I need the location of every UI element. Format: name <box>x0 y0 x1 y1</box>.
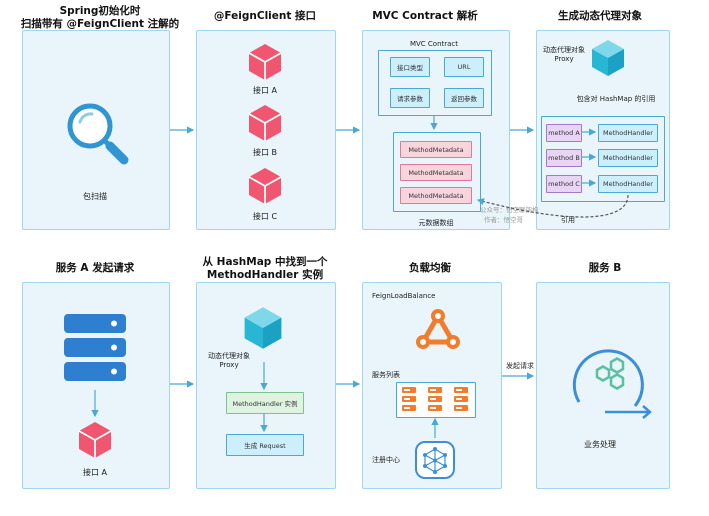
hashmap-ref-label: 包含对 HashMap 的引用 <box>576 95 656 103</box>
metadata-item-3: MethodMetadata <box>400 187 472 204</box>
reference-label: 引用 <box>561 216 575 224</box>
iface-b-label: 接口 B <box>252 148 278 157</box>
metadata-array-label: 元数据数组 <box>418 219 454 227</box>
proxy-cube-icon-2 <box>244 307 282 349</box>
iface-a-label: 接口 A <box>252 86 277 95</box>
cube-icon-c <box>248 168 282 204</box>
load-balance-icon <box>416 309 460 349</box>
generate-request: 生成 Request <box>226 434 304 456</box>
business-process-label: 业务处理 <box>584 440 616 449</box>
proxy-cube-icon <box>592 40 624 76</box>
service-a-cube-icon <box>78 422 112 458</box>
server-list-label: 服务列表 <box>372 371 400 379</box>
feign-load-balance-label: FeignLoadBalance <box>372 292 436 300</box>
title-service-a: 服务 A 发起请求 <box>55 262 135 274</box>
proxy-label: 动态代理对象 Proxy <box>543 46 585 63</box>
cube-icon-b <box>248 105 282 141</box>
iface-c-label: 接口 C <box>252 212 278 221</box>
contract-header: MVC Contract <box>409 40 459 48</box>
metadata-item-2: MethodMetadata <box>400 164 472 181</box>
title-scan: Spring初始化时 扫描带有 @FeignClient 注解的接口 <box>20 5 180 43</box>
magnifier-icon <box>67 103 129 165</box>
method-a: method A <box>546 124 582 142</box>
cell-request-params: 请求参数 <box>390 88 430 108</box>
server-list-icons <box>402 387 468 411</box>
method-handler-a: MethodHandler <box>598 124 658 142</box>
scan-label: 包扫描 <box>83 192 107 201</box>
title-loadbalance: 负载均衡 <box>409 262 451 274</box>
method-b: method B <box>546 149 582 167</box>
registry-label: 注册中心 <box>372 456 400 464</box>
watermark-line-2: 作者：悟空哥 <box>484 216 523 224</box>
cell-return-params: 返回参数 <box>444 88 484 108</box>
business-process-icon <box>572 349 652 419</box>
method-handler-b: MethodHandler <box>598 149 658 167</box>
send-request-label: 发起请求 <box>506 362 534 370</box>
cell-url: URL <box>444 57 484 77</box>
registry-icon <box>415 441 455 479</box>
panel-service-b <box>536 282 670 489</box>
title-service-b: 服务 B <box>588 262 622 274</box>
title-mvc-contract: MVC Contract 解析 <box>372 10 478 22</box>
server-rack-icon <box>64 314 126 381</box>
metadata-item-1: MethodMetadata <box>400 141 472 158</box>
title-hashmap: 从 HashMap 中找到一个 MethodHandler 实例 <box>202 256 328 281</box>
proxy-label-2: 动态代理对象 Proxy <box>208 352 250 369</box>
method-handler-c: MethodHandler <box>598 175 658 193</box>
title-proxy: 生成动态代理对象 <box>558 10 642 22</box>
method-handler-instance: MethodHandler 实例 <box>226 392 304 414</box>
service-a-iface-label: 接口 A <box>82 468 107 477</box>
watermark-line-1: 公众号：悟空聊架构 <box>480 206 539 214</box>
title-feignclient: @FeignClient 接口 <box>213 10 317 22</box>
cube-icon-a <box>248 44 282 80</box>
method-c: method C <box>546 175 582 193</box>
cell-interface-type: 接口类型 <box>390 57 430 77</box>
